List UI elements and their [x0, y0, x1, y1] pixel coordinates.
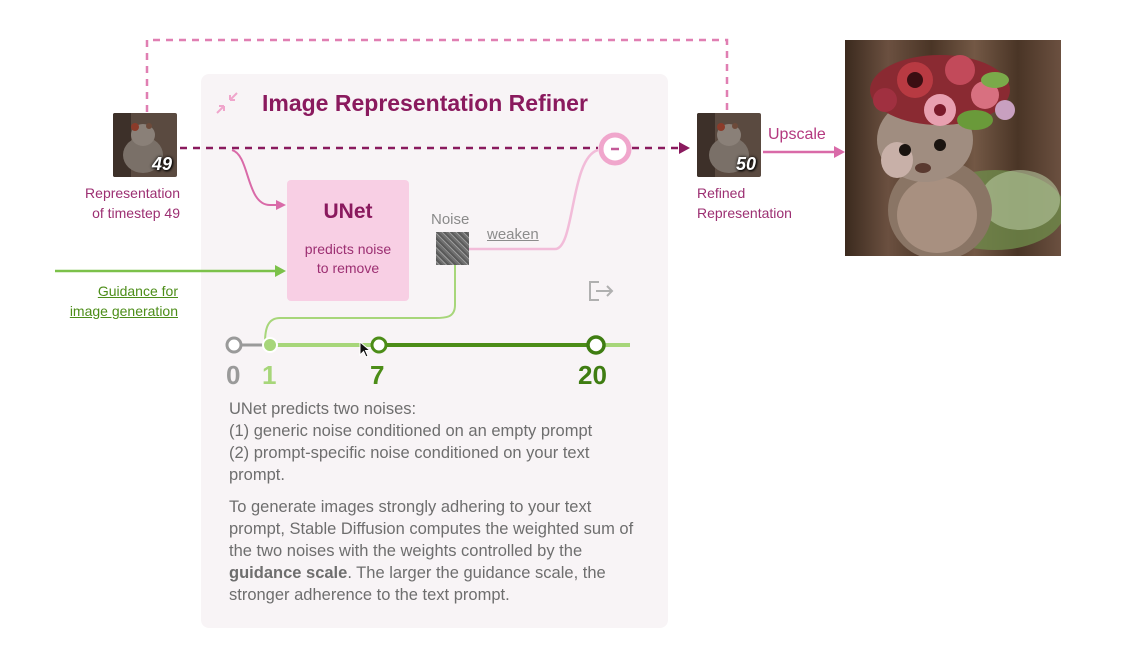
- collapse-icon[interactable]: [214, 90, 240, 116]
- input-label-line1: Representation: [85, 185, 180, 201]
- refined-squirrel-thumbnail-image: [697, 113, 761, 177]
- refined-representation-thumbnail[interactable]: 50: [697, 113, 761, 177]
- arrowhead-to-unet: [276, 200, 286, 210]
- unet-title: UNet: [323, 200, 373, 223]
- refined-label-line1: Refined: [697, 185, 746, 201]
- noise-label: Noise: [431, 211, 470, 228]
- generated-image[interactable]: [845, 40, 1061, 256]
- description-p1-line2: (1) generic noise conditioned on an empt…: [229, 422, 593, 440]
- squirrel-thumbnail-image: [113, 113, 177, 177]
- unet-subtitle-line2: to remove: [316, 260, 380, 276]
- refined-timestep-number: 50: [735, 154, 756, 174]
- guidance-scale-term: guidance scale: [229, 564, 348, 582]
- guidance-link-line2: image generation: [69, 303, 178, 319]
- guidance-link-line1: Guidance for: [97, 283, 178, 299]
- unet-subtitle-line1: predicts noise: [304, 241, 392, 257]
- description-paragraph-1: UNet predicts two noises: (1) generic no…: [229, 398, 649, 486]
- description-p1-line4: prompt.: [229, 466, 285, 484]
- mouse-cursor-icon: [359, 341, 371, 358]
- slider-stop-20: [586, 335, 606, 355]
- input-representation-label: Representation of timestep 49: [76, 183, 180, 223]
- slider-tick-label-7[interactable]: 7: [370, 360, 385, 390]
- refined-representation-label: Refined Representation: [697, 183, 792, 223]
- input-label-line2: of timestep 49: [92, 205, 180, 221]
- refined-label-line2: Representation: [697, 205, 792, 221]
- input-timestep-number: 49: [151, 154, 172, 174]
- slider-stop-7: [370, 336, 388, 354]
- guidance-link[interactable]: Guidance for image generation: [40, 281, 178, 321]
- upscale-arrowhead: [834, 146, 845, 158]
- unet-subtitle: predicts noise to remove: [287, 240, 409, 278]
- squirrel-flower-hat-image: [845, 40, 1061, 256]
- unet-box[interactable]: UNet predicts noise to remove: [287, 180, 409, 301]
- guidance-arrowhead: [275, 265, 286, 277]
- description-p1-line1: UNet predicts two noises:: [229, 400, 417, 418]
- slider-tick-label-20[interactable]: 20: [578, 360, 607, 390]
- description-p1-line3: (2) prompt-specific noise conditioned on…: [229, 444, 590, 462]
- noise-image[interactable]: [436, 232, 469, 265]
- slider-tick-label-1[interactable]: 1: [262, 360, 277, 390]
- upscale-label: Upscale: [768, 126, 826, 143]
- weaken-curve: [469, 148, 599, 251]
- description-paragraph-2: To generate images strongly adhering to …: [229, 496, 641, 606]
- description-p2-before: To generate images strongly adhering to …: [229, 498, 634, 560]
- description-p2-after: . The larger the guidance scale, the str…: [229, 564, 606, 604]
- slider-stop-1: [262, 337, 278, 353]
- arrowhead-to-refined: [679, 142, 690, 154]
- slider-tick-label-0[interactable]: 0: [226, 360, 241, 390]
- to-unet-curve: [231, 149, 278, 206]
- input-representation-thumbnail[interactable]: 49: [113, 113, 177, 177]
- weaken-link[interactable]: weaken: [487, 226, 539, 243]
- export-icon[interactable]: [587, 278, 617, 304]
- noise-to-slider-curve: [264, 265, 456, 344]
- slider-stop-0: [225, 336, 243, 354]
- panel-title: Image Representation Refiner: [262, 90, 588, 116]
